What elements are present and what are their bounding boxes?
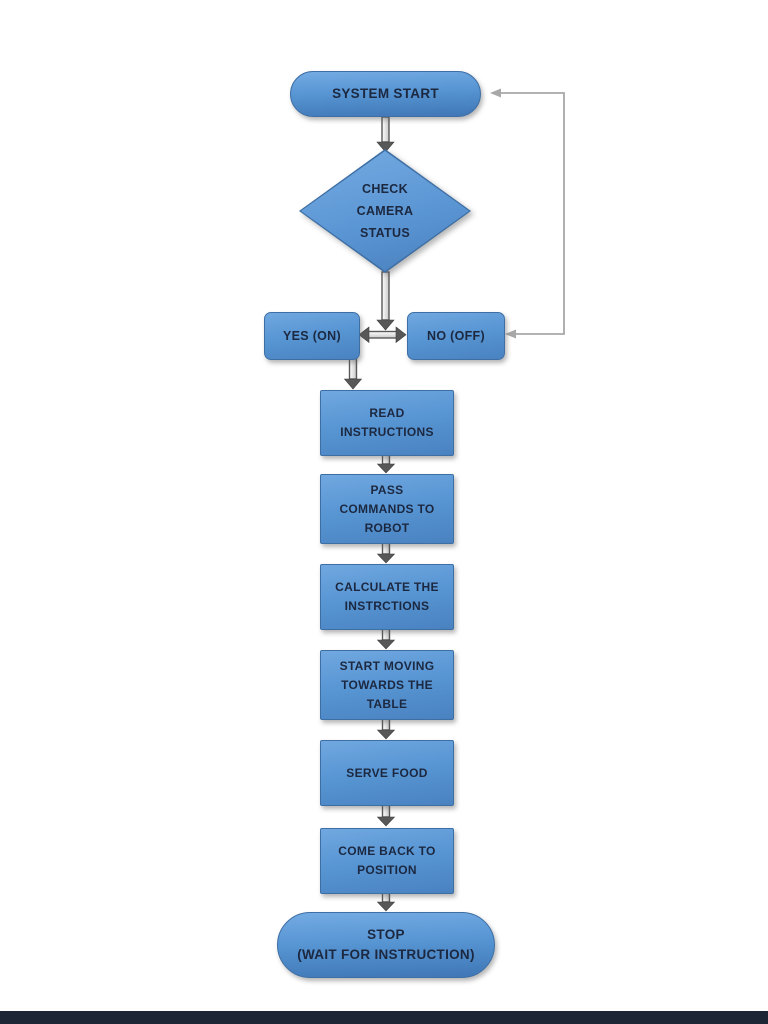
connector-back-to-stop bbox=[376, 891, 396, 912]
node-serve-food: SERVE FOOD bbox=[320, 740, 454, 806]
connector-no-off-loop bbox=[490, 88, 565, 339]
node-label: COME BACK TO POSITION bbox=[338, 844, 436, 877]
node-label: SERVE FOOD bbox=[346, 765, 428, 780]
connector-yes-no-double-arrow bbox=[358, 326, 407, 344]
connector-start-to-decision bbox=[376, 116, 395, 153]
node-label: SYSTEM START bbox=[332, 86, 439, 101]
node-yes-on: YES (ON) bbox=[264, 312, 360, 360]
node-check-camera-status: CHECK CAMERA STATUS bbox=[299, 149, 471, 273]
node-start-moving-towards-the-table: START MOVING TOWARDS THE TABLE bbox=[320, 650, 454, 720]
node-label: READ INSTRUCTIONS bbox=[340, 406, 434, 439]
node-label: NO (OFF) bbox=[427, 328, 485, 343]
node-read-instructions: READ INSTRUCTIONS bbox=[320, 390, 454, 456]
node-calculate-the-instrctions: CALCULATE THE INSTRCTIONS bbox=[320, 564, 454, 630]
page-bottom-bar bbox=[0, 1011, 768, 1024]
node-come-back-to-position: COME BACK TO POSITION bbox=[320, 828, 454, 894]
connector-decision-to-junction bbox=[376, 271, 395, 331]
connector-pass-to-calculate bbox=[376, 541, 396, 564]
node-label: START MOVING TOWARDS THE TABLE bbox=[339, 658, 435, 711]
node-label: CALCULATE THE INSTRCTIONS bbox=[335, 580, 439, 613]
node-label: PASS COMMANDS TO ROBOT bbox=[339, 482, 435, 535]
node-system-start: SYSTEM START bbox=[290, 71, 481, 117]
node-label: YES (ON) bbox=[283, 328, 341, 343]
connector-yes-to-read bbox=[343, 357, 363, 390]
connector-move-to-serve bbox=[376, 717, 396, 740]
connector-calculate-to-move bbox=[376, 627, 396, 650]
node-stop: STOP (WAIT FOR INSTRUCTION) bbox=[277, 912, 495, 978]
node-pass-commands-to-robot: PASS COMMANDS TO ROBOT bbox=[320, 474, 454, 544]
connector-serve-to-back bbox=[376, 803, 396, 827]
node-label: STOP (WAIT FOR INSTRUCTION) bbox=[297, 927, 475, 962]
connector-read-to-pass bbox=[376, 453, 396, 474]
node-no-off: NO (OFF) bbox=[407, 312, 505, 360]
node-label: CHECK CAMERA STATUS bbox=[356, 182, 414, 240]
